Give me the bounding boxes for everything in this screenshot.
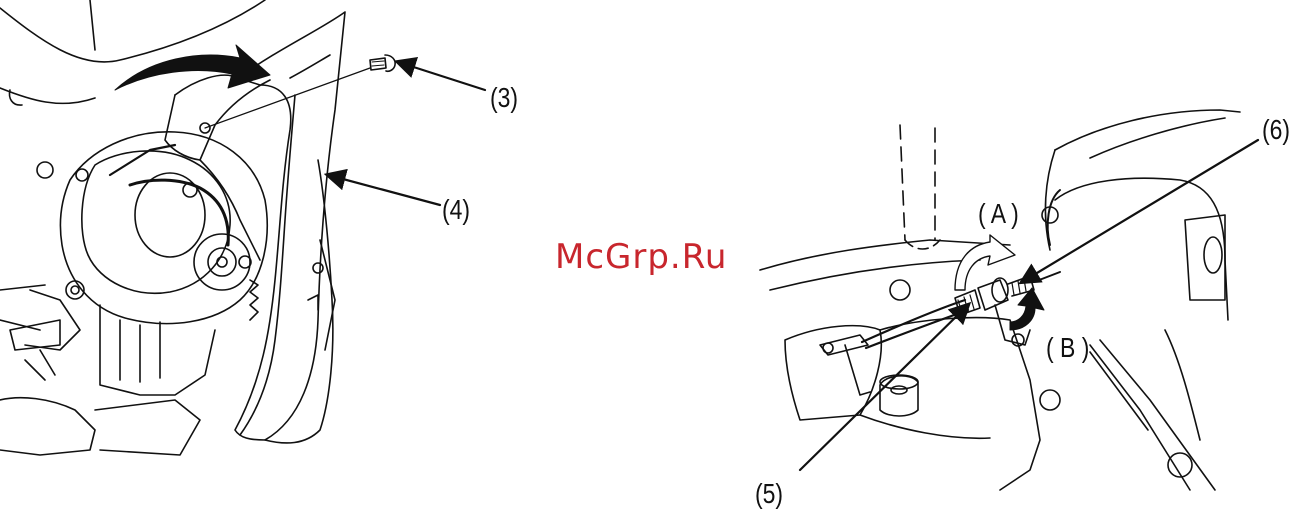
- callout-3: (3): [490, 84, 518, 112]
- left-figure: [0, 0, 485, 455]
- callout-4: (4): [442, 196, 470, 224]
- callout-a: ( A ): [978, 200, 1019, 228]
- screw-icon: [370, 55, 395, 71]
- right-figure: [760, 110, 1258, 490]
- callout-6: (6): [1262, 116, 1290, 144]
- callout-5: (5): [755, 480, 783, 508]
- watermark-text: McGrp.Ru: [555, 240, 727, 274]
- callout-b: ( B ): [1046, 334, 1089, 362]
- rotate-arrow-b-icon: [1010, 288, 1044, 330]
